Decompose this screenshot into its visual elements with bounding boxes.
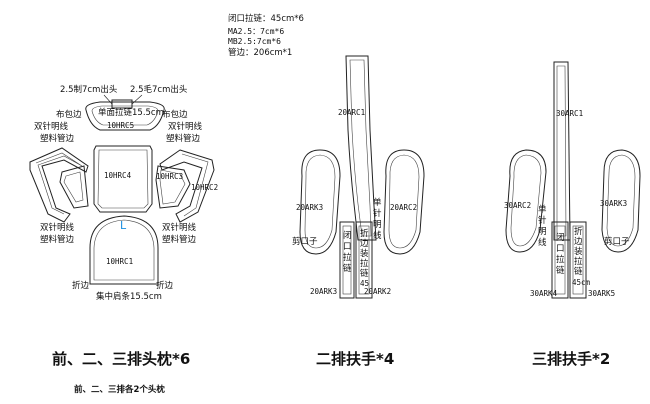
right-fold-label: 折边 <box>156 280 174 291</box>
piece-left-inner <box>59 165 89 209</box>
label-20arc1: 20ARC1 <box>338 108 365 117</box>
row2-zipper-len: 45 <box>360 279 369 288</box>
lower-right-stitch-label: 双针明线 <box>162 222 197 233</box>
piece-30ark5: 折 边 装 拉 链 45cm <box>569 221 591 299</box>
label-30ark5: 30ARK5 <box>588 289 615 298</box>
piece-30arc1: 30ARC1 <box>553 61 583 241</box>
svg-text:折: 折 <box>574 226 583 237</box>
row3-cut-label: 剪口子 <box>604 236 630 247</box>
headrest-zipper-label: 单面拉链15.5cm <box>98 107 164 118</box>
piece-20arc1: 20ARC1 <box>338 55 377 241</box>
svg-text:闭: 闭 <box>556 233 565 243</box>
svg-text:拉: 拉 <box>556 254 565 265</box>
footnote: 前、二、三排各2个头枕 <box>74 384 165 395</box>
label-10hrc4: 10HRC4 <box>104 171 132 180</box>
svg-text:单: 单 <box>538 204 547 215</box>
svg-text:装: 装 <box>574 246 583 257</box>
row2-title: 二排扶手*4 <box>316 350 394 368</box>
piece-row2-left-teardrop: 20ARK3 剪口子 <box>292 149 341 255</box>
piece-left-side <box>29 147 89 223</box>
left-bag-label: 布包边 <box>56 109 82 120</box>
svg-text:链: 链 <box>556 265 565 276</box>
spec-note-piping: 管边：206cm*1 <box>228 47 292 58</box>
svg-text:折: 折 <box>360 228 369 239</box>
piece-20ark3: 闭 口 拉 链 <box>339 221 355 299</box>
row3-title: 三排扶手*2 <box>532 350 610 368</box>
spec-note-ma: MA2.5：7cm*6 <box>228 27 284 36</box>
svg-text:边: 边 <box>360 238 369 249</box>
right-stitch-label: 双针明线 <box>168 121 203 132</box>
label-30ark4: 30ARK4 <box>530 289 558 298</box>
svg-text:拉: 拉 <box>574 256 583 267</box>
piece-10hrc2: 10HRC2 <box>159 149 218 223</box>
lower-left-stitch-label: 双针明线 <box>40 222 75 233</box>
label-10hrc3: 10HRC3 <box>156 172 183 181</box>
svg-text:链: 链 <box>574 266 583 277</box>
piece-30arc2: 30ARC2 <box>504 149 547 253</box>
svg-text:拉: 拉 <box>343 252 352 263</box>
piece-30ark4: 闭 口 拉 链 <box>551 221 569 299</box>
svg-text:链: 链 <box>343 263 352 274</box>
piece-10hrc4: 10HRC4 <box>93 145 153 213</box>
label-30arc1: 30ARC1 <box>556 109 583 118</box>
row3-armrest-group: 30ARC1 30ARC2 30ARK3 剪口子 单 针 明 线 闭 口 拉 <box>504 61 641 299</box>
left-stitch-label: 双针明线 <box>34 121 69 132</box>
svg-text:拉: 拉 <box>360 258 369 269</box>
svg-text:口: 口 <box>343 242 352 252</box>
right-bag-label: 布包边 <box>162 109 188 120</box>
headrest-top-label-1: 2.5制7cm出头 <box>60 84 118 95</box>
svg-text:装: 装 <box>360 248 369 259</box>
headrest-title: 前、二、三排头枕*6 <box>52 350 190 368</box>
svg-text:明: 明 <box>373 220 382 230</box>
piece-20arc2: 20ARC2 <box>383 149 425 255</box>
svg-text:口: 口 <box>556 244 565 254</box>
left-piping-label: 塑料管边 <box>40 133 75 144</box>
svg-text:针: 针 <box>373 208 382 219</box>
label-10hrc5: 10HRC5 <box>107 121 134 130</box>
svg-text:线: 线 <box>373 230 382 241</box>
right-piping-label: 塑料管边 <box>166 133 201 144</box>
headrest-bottom-label: 集中肩条15.5cm <box>96 291 162 302</box>
piece-30ark3: 30ARK3 剪口子 <box>600 149 641 253</box>
label-10hrc2: 10HRC2 <box>191 183 218 192</box>
lower-left-piping-label: 塑料管边 <box>40 234 75 245</box>
piece-10hrc5: 单面拉链15.5cm 10HRC5 <box>85 99 165 131</box>
svg-text:边: 边 <box>574 236 583 247</box>
row2-armrest-group: 20ARC1 20ARK3 剪口子 20ARC2 单 针 明 线 闭 口 拉 <box>292 55 425 299</box>
svg-text:针: 针 <box>538 215 547 226</box>
row3-zipper-len: 45cm <box>572 278 591 287</box>
svg-text:链: 链 <box>360 268 369 279</box>
row2-zipper-char: 闭 <box>343 231 352 241</box>
piece-20ark2: 折 边 装 拉 链 45 <box>355 221 373 299</box>
headrest-top-label-2: 2.5毛7cm出头 <box>130 84 188 95</box>
center-mark: L <box>120 219 127 232</box>
label-10hrc1: 10HRC1 <box>106 257 133 266</box>
piece-10hrc1: 10HRC1 <box>89 215 159 285</box>
headrest-pattern-group: 2.5制7cm出头 2.5毛7cm出头 单面拉链15.5cm 10HRC5 布包… <box>29 84 218 302</box>
label-row2-arc-left: 20ARK3 <box>296 203 323 212</box>
row2-stitch-vertical: 单 针 明 线 <box>373 197 382 241</box>
svg-text:线: 线 <box>538 237 547 248</box>
row3-stitch-vertical: 单 针 明 线 <box>538 204 547 248</box>
lower-right-piping-label: 塑料管边 <box>162 234 197 245</box>
label-20ark2: 20ARK2 <box>364 287 391 296</box>
left-fold-label: 折边 <box>72 280 90 291</box>
spec-notes: 闭口拉链：45cm*6 MA2.5：7cm*6 MB2.5:7cm*6 管边：2… <box>228 13 304 58</box>
label-20arc2: 20ARC2 <box>390 203 417 212</box>
piece-10hrc3: 10HRC3 <box>155 165 191 209</box>
label-30arc2: 30ARC2 <box>504 201 531 210</box>
spec-note-zipper: 闭口拉链：45cm*6 <box>228 13 304 24</box>
label-20ark3: 20ARK3 <box>310 287 337 296</box>
spec-note-mb: MB2.5:7cm*6 <box>228 37 281 46</box>
label-30ark3: 30ARK3 <box>600 199 627 208</box>
row2-cut-label: 剪口子 <box>292 236 318 247</box>
svg-text:明: 明 <box>538 227 547 237</box>
row2-stitch-char-1: 单 <box>373 197 382 208</box>
